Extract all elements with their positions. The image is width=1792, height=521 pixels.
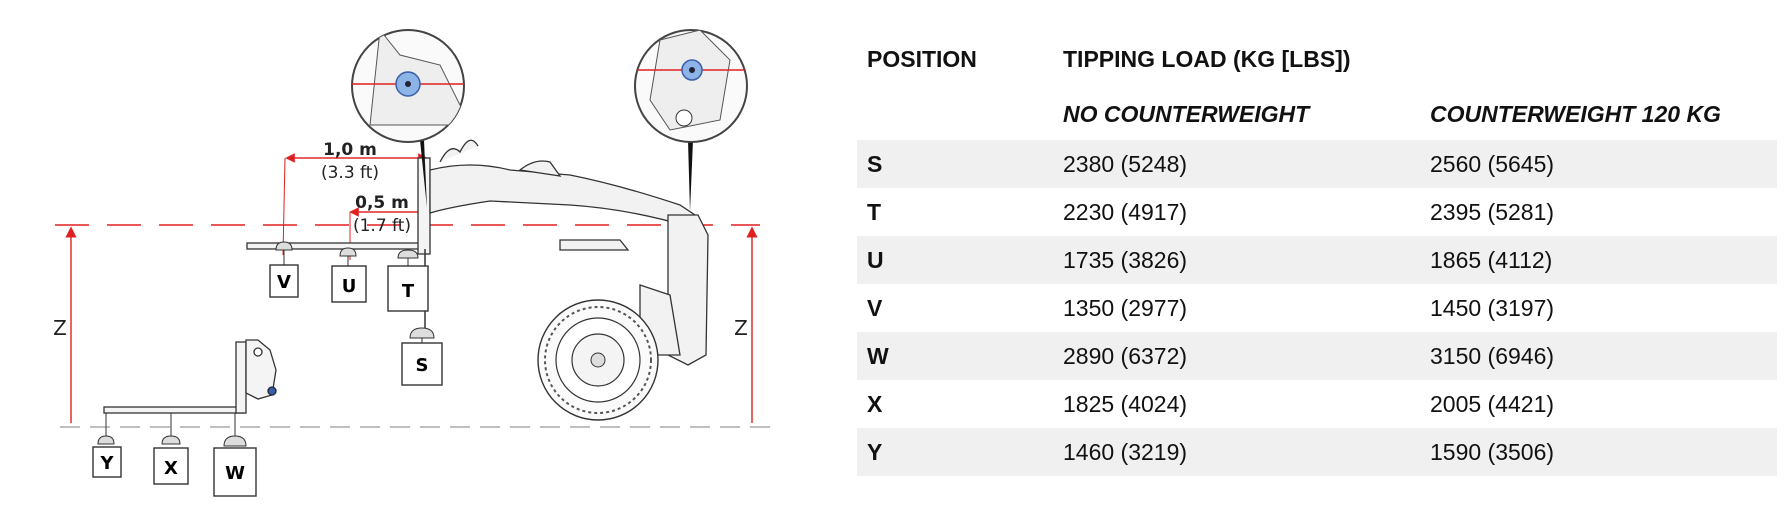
dimension-long-metric: 1,0 m: [323, 140, 377, 160]
row-counterweight: 3150 (6946): [1420, 332, 1778, 380]
row-no-counterweight: 2230 (4917): [1063, 198, 1188, 225]
row-counterweight: 2395 (5281): [1430, 198, 1555, 225]
weight-v: [269, 241, 299, 298]
wheel: [537, 299, 659, 421]
tipping-load-diagram: Z Z 1,0 m (3.3 ft) 0,5 m (1.7 ft) V U T: [0, 0, 880, 521]
height-label-left: Z: [53, 316, 67, 340]
header-tipping-load: TIPPING LOAD (KG [LBS]): [1063, 45, 1351, 72]
weight-x-label: X: [164, 458, 178, 479]
row-no-counterweight: 2890 (6372): [1053, 332, 1420, 380]
table-row: T 2230 (4917) 2395 (5281): [857, 188, 1777, 236]
row-position: S: [857, 140, 1053, 188]
detail-callout-right: [634, 29, 748, 212]
tipping-load-table-container: POSITION TIPPING LOAD (KG [LBS]) NO COUN…: [857, 30, 1778, 476]
header-no-counterweight: NO COUNTERWEIGHT: [1063, 100, 1310, 127]
weight-w: [213, 413, 257, 497]
row-counterweight: 1450 (3197): [1430, 294, 1555, 321]
height-label-right: Z: [734, 316, 748, 340]
table-row: W 2890 (6372) 3150 (6946): [857, 332, 1778, 380]
row-no-counterweight: 1350 (2977): [1063, 294, 1188, 321]
row-position: X: [867, 390, 883, 417]
row-counterweight: 1865 (4112): [1420, 236, 1778, 284]
row-no-counterweight: 1825 (4024): [1063, 390, 1188, 417]
table-row: S 2380 (5248) 2560 (5645): [857, 140, 1778, 188]
table-header-row: POSITION TIPPING LOAD (KG [LBS]): [857, 30, 1777, 88]
weight-t-label: T: [402, 281, 415, 302]
header-empty: [857, 88, 1053, 140]
weight-y-label: Y: [99, 453, 114, 474]
weight-x: [153, 413, 189, 485]
row-no-counterweight: 2380 (5248): [1053, 140, 1420, 188]
weight-u-label: U: [342, 276, 357, 297]
table-subheader-row: NO COUNTERWEIGHT COUNTERWEIGHT 120 KG: [857, 88, 1777, 140]
header-position: POSITION: [867, 45, 977, 72]
table-row: Y 1460 (3219) 1590 (3506): [857, 428, 1778, 476]
row-counterweight: 1590 (3506): [1420, 428, 1778, 476]
table-row: V 1350 (2977) 1450 (3197): [857, 284, 1777, 332]
tipping-load-table: POSITION TIPPING LOAD (KG [LBS]) NO COUN…: [857, 30, 1778, 476]
row-position: V: [867, 294, 883, 321]
row-position: U: [857, 236, 1053, 284]
row-no-counterweight: 1735 (3826): [1053, 236, 1420, 284]
row-position: Y: [857, 428, 1053, 476]
dimension-long: [282, 153, 428, 256]
dimension-short-metric: 0,5 m: [355, 193, 409, 213]
lower-fork: [103, 339, 277, 414]
weight-t: [387, 249, 429, 312]
weight-y: [92, 413, 122, 478]
row-no-counterweight: 1460 (3219): [1053, 428, 1420, 476]
table-row: U 1735 (3826) 1865 (4112): [857, 236, 1778, 284]
weight-s: [401, 327, 443, 386]
dimension-long-imperial: (3.3 ft): [321, 163, 379, 183]
table-row: X 1825 (4024) 2005 (4421): [857, 380, 1777, 428]
detail-callout-left: [351, 29, 465, 208]
weight-v-label: V: [277, 272, 291, 293]
weight-s-label: S: [416, 355, 429, 376]
weight-w-label: W: [225, 463, 245, 484]
weight-u: [331, 247, 367, 303]
row-position: T: [867, 198, 882, 225]
row-counterweight: 2560 (5645): [1420, 140, 1778, 188]
row-position: W: [857, 332, 1053, 380]
row-counterweight: 2005 (4421): [1430, 390, 1555, 417]
header-counterweight: COUNTERWEIGHT 120 KG: [1430, 100, 1721, 127]
dimension-short-imperial: (1.7 ft): [353, 216, 411, 236]
